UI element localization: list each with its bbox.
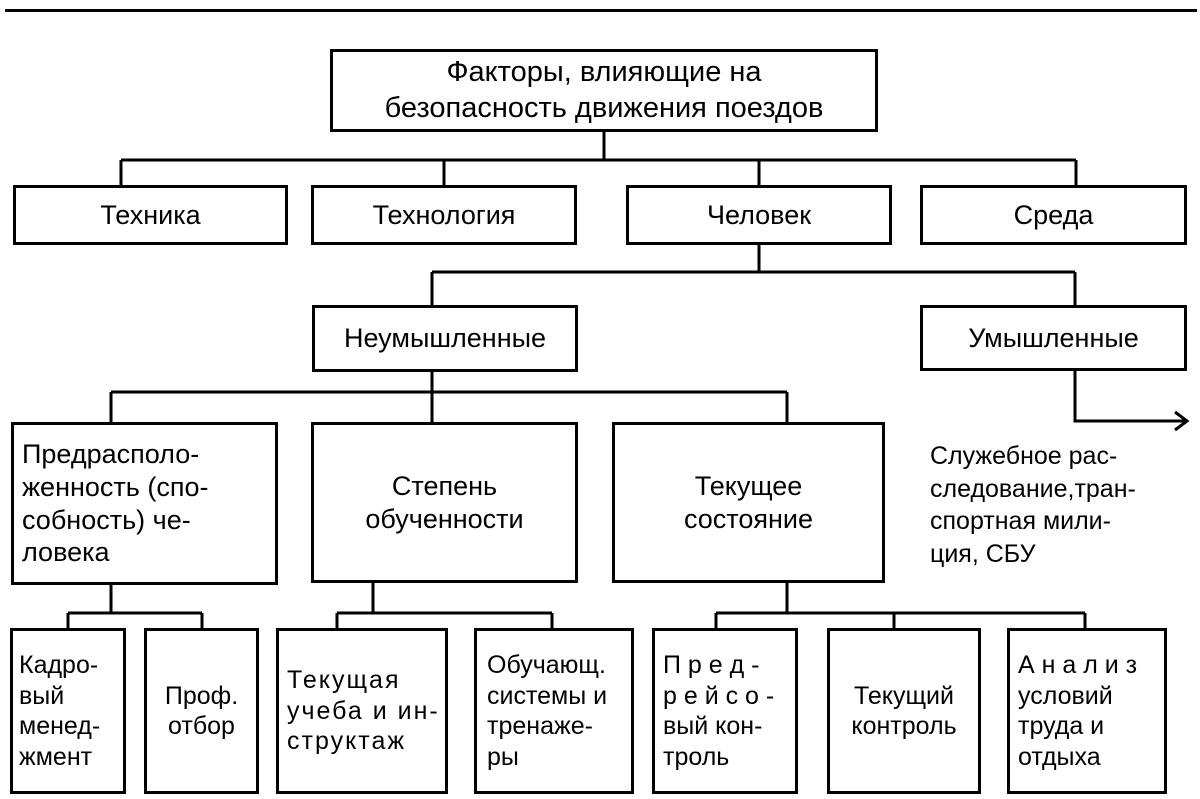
training-level-box: Степень обученности bbox=[311, 422, 578, 583]
unintentional-label: Неумышленные bbox=[343, 323, 547, 354]
pre-trip-control-box: П р е д - р е й с о - вый кон- троль bbox=[652, 628, 798, 794]
intentional-note: Служебное рас- следование,тран- спортная… bbox=[930, 442, 1136, 568]
technology-box: Технология bbox=[311, 185, 577, 245]
current-training-label: Текущая учеба и ин- структаж bbox=[287, 666, 440, 756]
work-rest-analysis-box: А н а л и з условий труда и отдыха bbox=[1007, 628, 1167, 794]
environment-label: Среда bbox=[1013, 199, 1094, 230]
root-factors-box: Факторы, влияющие на безопасность движен… bbox=[330, 49, 878, 132]
training-level-label: Степень обученности bbox=[365, 470, 524, 534]
pre-trip-control-label: П р е д - р е й с о - вый кон- троль bbox=[663, 651, 775, 771]
hr-management-box: Кадро- вый менед- жмент bbox=[10, 628, 126, 794]
hr-management-label: Кадро- вый менед- жмент bbox=[19, 651, 101, 771]
training-systems-box: Обучающ. системы и тренаже- ры bbox=[474, 628, 634, 794]
training-systems-label: Обучающ. системы и тренаже- ры bbox=[487, 651, 608, 771]
technique-label: Техника bbox=[100, 199, 201, 230]
root-factors-label: Факторы, влияющие на безопасность движен… bbox=[384, 56, 824, 124]
current-control-box: Текущий контроль bbox=[827, 628, 981, 794]
intentional-label: Умышленные bbox=[968, 322, 1139, 353]
human-box: Человек bbox=[626, 185, 892, 245]
current-state-box: Текущее состояние bbox=[612, 422, 885, 583]
predisposition-label: Предрасполо- женность (спо- собность) че… bbox=[22, 438, 209, 568]
predisposition-box: Предрасполо- женность (спо- собность) че… bbox=[11, 422, 278, 585]
technology-label: Технология bbox=[372, 199, 516, 230]
prof-selection-label: Проф. отбор bbox=[164, 681, 239, 741]
current-state-label: Текущее состояние bbox=[683, 470, 814, 534]
unintentional-box: Неумышленные bbox=[312, 305, 578, 372]
current-control-label: Текущий контроль bbox=[851, 681, 957, 741]
technique-box: Техника bbox=[13, 185, 288, 245]
work-rest-analysis-label: А н а л и з условий труда и отдыха bbox=[1018, 651, 1138, 771]
top-rule bbox=[5, 9, 1197, 12]
intentional-box: Умышленные bbox=[920, 305, 1187, 371]
prof-selection-box: Проф. отбор bbox=[144, 628, 259, 794]
human-label: Человек bbox=[706, 199, 812, 230]
environment-box: Среда bbox=[920, 185, 1187, 245]
current-training-box: Текущая учеба и ин- структаж bbox=[276, 628, 448, 794]
